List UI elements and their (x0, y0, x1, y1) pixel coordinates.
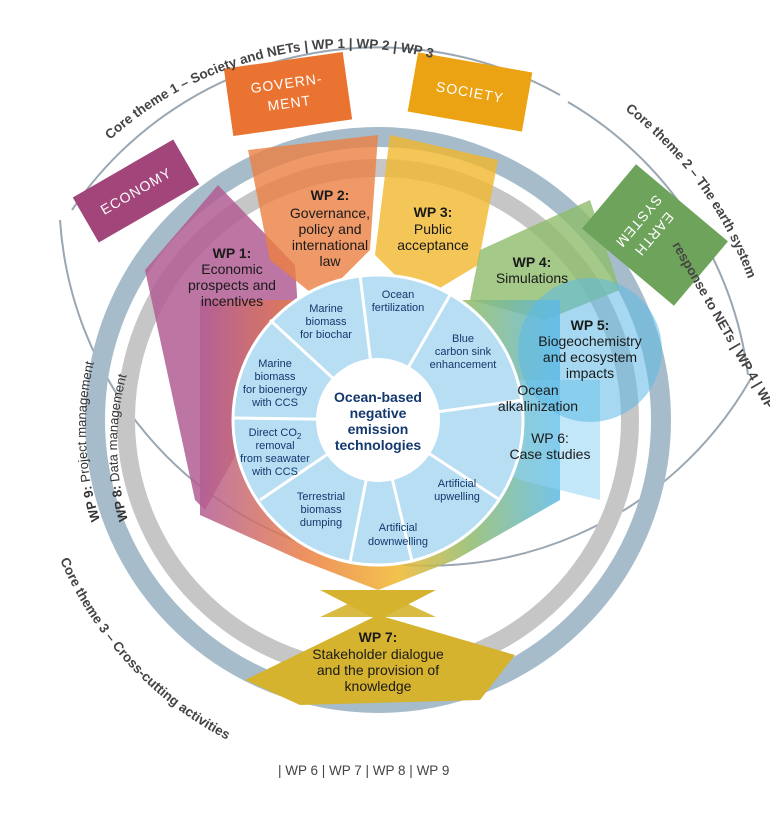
svg-text:WP 7:: WP 7: (359, 629, 398, 645)
svg-text:for bioenergy: for bioenergy (243, 384, 308, 396)
svg-text:Public: Public (414, 221, 452, 237)
svg-text:biomass: biomass (255, 371, 296, 383)
svg-text:acceptance: acceptance (397, 237, 469, 253)
segment-blue-carbon: Blue carbon sink enhancement (430, 333, 497, 371)
svg-text:carbon sink: carbon sink (435, 346, 492, 358)
svg-text:Artificial: Artificial (379, 522, 418, 534)
svg-text:Ocean: Ocean (382, 289, 414, 301)
wp5-label: WP 5: Biogeochemistry and ecosystem impa… (538, 317, 642, 381)
svg-text:Governance,: Governance, (290, 205, 370, 221)
svg-text:WP 3:: WP 3: (414, 204, 453, 220)
svg-text:Ocean: Ocean (517, 382, 558, 398)
wp3-label: WP 3: Public acceptance (397, 204, 469, 253)
svg-text:WP 5:: WP 5: (571, 317, 610, 333)
svg-text:removal: removal (255, 440, 294, 452)
segment-marine-bioenergy: Marine biomass for bioenergy with CCS (243, 358, 308, 409)
svg-text:Ocean-based: Ocean-based (334, 389, 422, 405)
segment-terrestrial-biomass: Terrestrial biomass dumping (297, 491, 345, 529)
center-disc (316, 358, 440, 482)
svg-text:Blue: Blue (452, 333, 474, 345)
segment-artificial-downwelling: Artificial downwelling (368, 522, 428, 548)
svg-text:incentives: incentives (201, 293, 263, 309)
svg-text:WP 6:: WP 6: (531, 430, 569, 446)
svg-text:impacts: impacts (566, 365, 614, 381)
svg-text:enhancement: enhancement (430, 359, 497, 371)
svg-text:Biogeochemistry: Biogeochemistry (538, 333, 642, 349)
segment-ocean-alkalinization: Ocean alkalinization (498, 382, 578, 414)
center-label: Ocean-based negative emission technologi… (334, 389, 422, 453)
svg-text:negative: negative (350, 405, 407, 421)
svg-text:international: international (292, 237, 368, 253)
svg-text:Marine: Marine (258, 358, 292, 370)
wp3-wedge (375, 135, 498, 300)
svg-text:Direct CO2: Direct CO2 (249, 427, 302, 441)
svg-text:Marine: Marine (309, 303, 343, 315)
wp1-label: WP 1: Economic prospects and incentives (188, 245, 276, 309)
svg-text:biomass: biomass (301, 504, 342, 516)
svg-text:WP 1:: WP 1: (213, 245, 252, 261)
svg-text:policy and: policy and (298, 221, 361, 237)
svg-text:biomass: biomass (306, 316, 347, 328)
wp2-wedge (248, 135, 378, 300)
project-management-ring (85, 127, 671, 713)
svg-text:upwelling: upwelling (434, 491, 480, 503)
wp7-shape (245, 590, 515, 705)
government-tab: GOVERN- MENT (223, 51, 353, 137)
svg-text:with CCS: with CCS (251, 397, 298, 409)
svg-text:Simulations: Simulations (496, 270, 568, 286)
svg-text:and the provision of: and the provision of (317, 662, 439, 678)
svg-text:Case studies: Case studies (510, 446, 591, 462)
government-tab-line2: MENT (267, 92, 312, 114)
svg-text:technologies: technologies (335, 437, 422, 453)
svg-text:fertilization: fertilization (372, 302, 425, 314)
svg-text:from seawater: from seawater (240, 453, 310, 465)
svg-text:with CCS: with CCS (251, 466, 298, 478)
svg-text:emission: emission (348, 421, 409, 437)
svg-text:and ecosystem: and ecosystem (543, 349, 637, 365)
segment-marine-biochar: Marine biomass for biochar (300, 303, 352, 341)
wp5-circle (518, 278, 662, 422)
svg-text:Economic: Economic (201, 261, 262, 277)
svg-text:knowledge: knowledge (345, 678, 412, 694)
core-theme-3-wps: | WP 6 | WP 7 | WP 8 | WP 9 (278, 763, 449, 778)
svg-text:alkalinization: alkalinization (498, 398, 578, 414)
segment-artificial-upwelling: Artificial upwelling (434, 478, 480, 503)
wp4-label: WP 4: Simulations (496, 254, 568, 286)
society-tab: SOCIETY (407, 52, 533, 132)
svg-text:Stakeholder dialogue: Stakeholder dialogue (312, 646, 444, 662)
wp2-label: WP 2: Governance, policy and internation… (290, 187, 370, 269)
segment-direct-co2: Direct CO2 removal from seawater with CC… (240, 427, 310, 478)
wp6-label: WP 6: Case studies (510, 430, 591, 462)
svg-text:dumping: dumping (300, 517, 342, 529)
svg-text:Terrestrial: Terrestrial (297, 491, 345, 503)
svg-text:Artificial: Artificial (438, 478, 477, 490)
segment-ocean-fertilization: Ocean fertilization (372, 289, 425, 314)
svg-text:downwelling: downwelling (368, 536, 428, 548)
svg-text:law: law (319, 253, 341, 269)
svg-text:WP 4:: WP 4: (513, 254, 552, 270)
wp7-label: WP 7: Stakeholder dialogue and the provi… (312, 629, 444, 694)
svg-text:prospects and: prospects and (188, 277, 276, 293)
svg-text:WP 2:: WP 2: (311, 187, 350, 203)
svg-text:for biochar: for biochar (300, 329, 352, 341)
earth-system-tab: EARTH SYSTEM (582, 164, 728, 306)
